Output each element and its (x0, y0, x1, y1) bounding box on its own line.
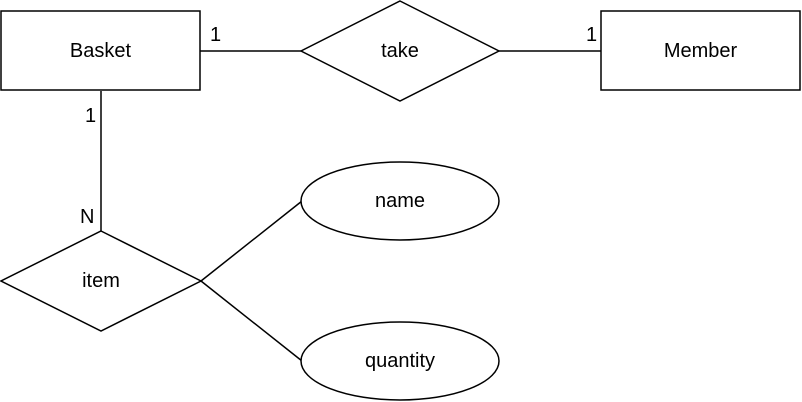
cardinality-basket-item: 1 (85, 105, 96, 127)
attribute-quantity-ellipse (300, 321, 500, 401)
entity-basket-box (0, 10, 201, 91)
entity-member-box (600, 10, 801, 91)
entity-basket-label: Basket (70, 40, 132, 62)
relationship-item[interactable]: item (0, 230, 203, 332)
relationship-take-label: take (381, 40, 419, 62)
relationship-item-diamond (0, 230, 203, 332)
cardinality-item-basket: N (80, 206, 94, 228)
entity-member[interactable]: Member (600, 10, 801, 91)
entity-member-label: Member (664, 40, 738, 62)
relationship-take[interactable]: take (299, 0, 501, 102)
cardinality-take-member: 1 (586, 24, 597, 46)
edge-item-name (200, 200, 303, 282)
attribute-quantity[interactable]: quantity (300, 321, 500, 401)
attribute-name[interactable]: name (300, 161, 500, 241)
cardinality-basket-take: 1 (210, 24, 221, 46)
relationship-take-diamond (299, 0, 501, 102)
attribute-name-ellipse (300, 161, 500, 241)
relationship-item-label: item (82, 270, 120, 292)
entity-basket[interactable]: Basket (0, 10, 201, 91)
edge-item-quantity (200, 280, 303, 362)
attribute-name-label: name (375, 190, 425, 212)
attribute-quantity-label: quantity (365, 350, 435, 372)
